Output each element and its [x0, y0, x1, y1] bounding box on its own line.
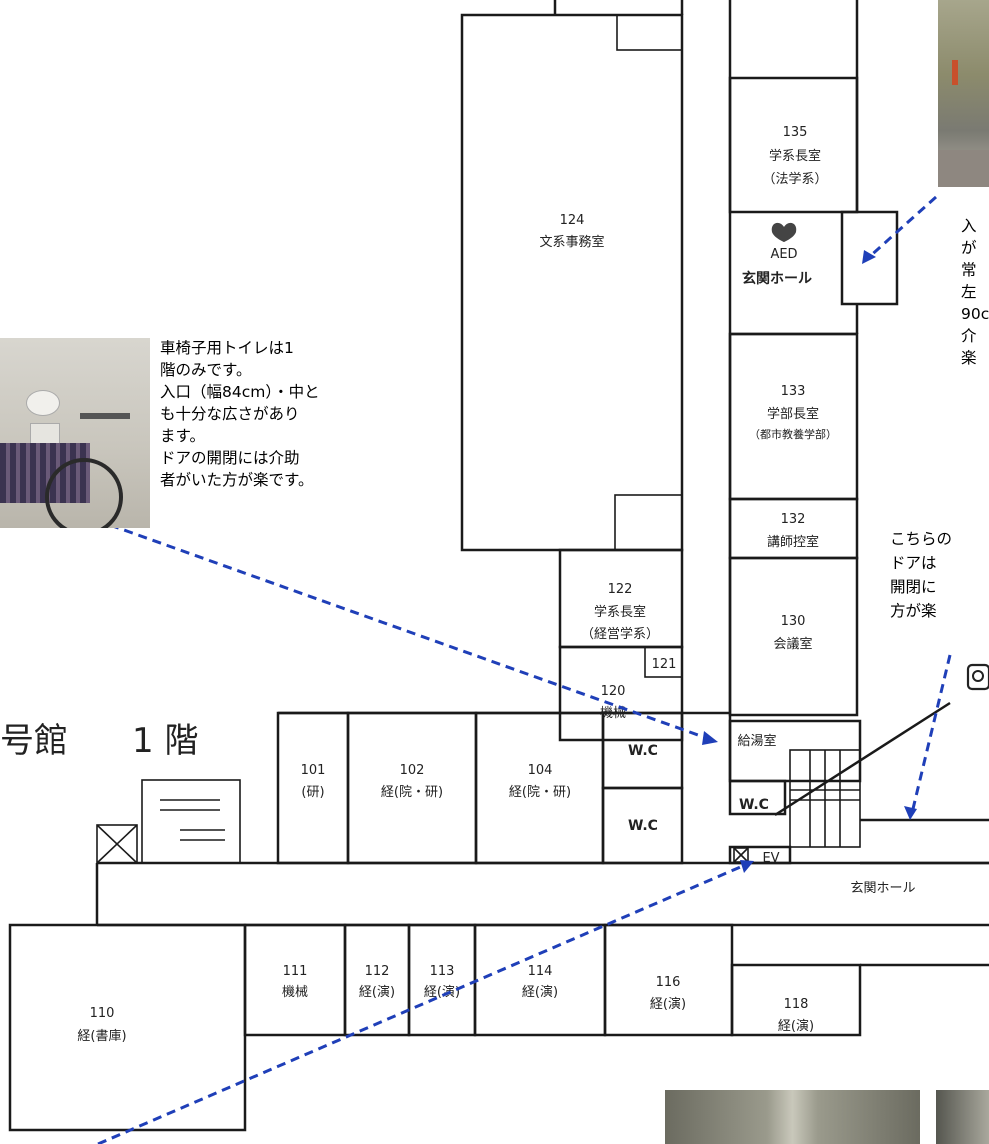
room-114-num: 114	[528, 964, 553, 979]
elevator[interactable]	[728, 845, 792, 865]
building-suffix: 号館	[0, 721, 68, 761]
room-113[interactable]	[407, 923, 477, 1037]
hall-top-label: 玄関ホール	[742, 270, 812, 287]
entrance-vestibule[interactable]	[840, 210, 899, 306]
toilet-note: 車椅子用トイレは1 階のみです。 入口（幅84cm）・中と も十分な広さがあり …	[160, 339, 320, 489]
hall-bottom-label: 玄関ホール	[850, 881, 915, 896]
room-111[interactable]	[243, 923, 347, 1037]
room-124-name: 文系事務室	[539, 234, 604, 250]
room-122-name: 学系長室	[594, 604, 646, 620]
wheelchair-icon	[966, 663, 989, 691]
room-112-num: 112	[365, 964, 390, 979]
room-120-num: 120	[601, 684, 626, 699]
room-113-num: 113	[430, 964, 455, 979]
wc1-label: W.C	[628, 743, 658, 759]
ev-label: EV	[762, 851, 779, 866]
room-133-name: 学部長室	[767, 406, 819, 422]
room-118[interactable]	[730, 963, 862, 1037]
room-112-name: 経(演)	[359, 984, 395, 1000]
room-132-name: 講師控室	[767, 534, 819, 550]
room-132-num: 132	[781, 512, 806, 527]
room-102-num: 102	[400, 763, 425, 778]
room-wc3[interactable]	[728, 779, 787, 816]
small-bottom-box	[614, 494, 683, 551]
wc3-label: W.C	[739, 797, 769, 813]
room-118-name: 経(演)	[778, 1018, 814, 1034]
room-135[interactable]	[728, 76, 859, 214]
small-top-box	[616, 14, 683, 51]
room-130[interactable]	[728, 556, 859, 717]
room-135-sub: （法学系）	[762, 171, 827, 187]
room-124-num: 124	[560, 213, 585, 228]
room-112[interactable]	[343, 923, 411, 1037]
room-120-name: 機械	[600, 706, 626, 721]
room-116-num: 116	[656, 975, 681, 990]
room-135-num: 135	[783, 125, 808, 140]
room-121-num: 121	[652, 657, 677, 672]
aed-icon	[771, 222, 797, 242]
room-130-name: 会議室	[773, 636, 812, 652]
room-104-num: 104	[528, 763, 553, 778]
annotation-arrows	[95, 195, 952, 1144]
room-110-name: 経(書庫)	[77, 1029, 126, 1044]
room-122-sub: （経営学系）	[581, 626, 659, 642]
room-120[interactable]	[558, 645, 684, 742]
room-110-num: 110	[90, 1006, 115, 1021]
floor-label: 1 階	[132, 721, 198, 761]
room-130-num: 130	[781, 614, 806, 629]
room-113-name: 経(演)	[424, 984, 460, 1000]
room-135-name: 学系長室	[769, 148, 821, 164]
room-111-num: 111	[283, 964, 308, 979]
kyuto-label: 給湯室	[737, 733, 776, 749]
entrance-photo	[938, 0, 989, 187]
room-104-name: 経(院・研)	[509, 785, 571, 800]
room-101-name: (研)	[301, 785, 324, 800]
corridor-photo-1	[665, 1090, 920, 1144]
staircase-left	[141, 779, 241, 864]
room-111-name: 機械	[282, 985, 308, 1000]
corridor-photo-2	[936, 1090, 989, 1144]
room-102-name: 経(院・研)	[381, 785, 443, 800]
room-121[interactable]	[644, 646, 683, 678]
room-114[interactable]	[473, 923, 607, 1037]
entrance-note: 入 が 常 左 90c 介 楽	[961, 217, 989, 367]
room-133-sub: （都市教養学部）	[749, 427, 837, 441]
room-101-num: 101	[301, 763, 326, 778]
door-note: こちらの ドアは 開閉に 方が楽	[890, 530, 953, 620]
room-118-num: 118	[784, 997, 809, 1012]
wheelchair-toilet-photo	[0, 338, 150, 528]
aed-label: AED	[770, 247, 797, 262]
wc2-label: W.C	[628, 818, 658, 834]
room-122-num: 122	[608, 582, 633, 597]
room-124[interactable]	[460, 13, 684, 552]
room-114-name: 経(演)	[522, 984, 558, 1000]
left-ev-box	[96, 824, 138, 864]
room-110[interactable]	[8, 923, 247, 1132]
room-116-name: 経(演)	[650, 996, 686, 1012]
room-133-num: 133	[781, 384, 806, 399]
